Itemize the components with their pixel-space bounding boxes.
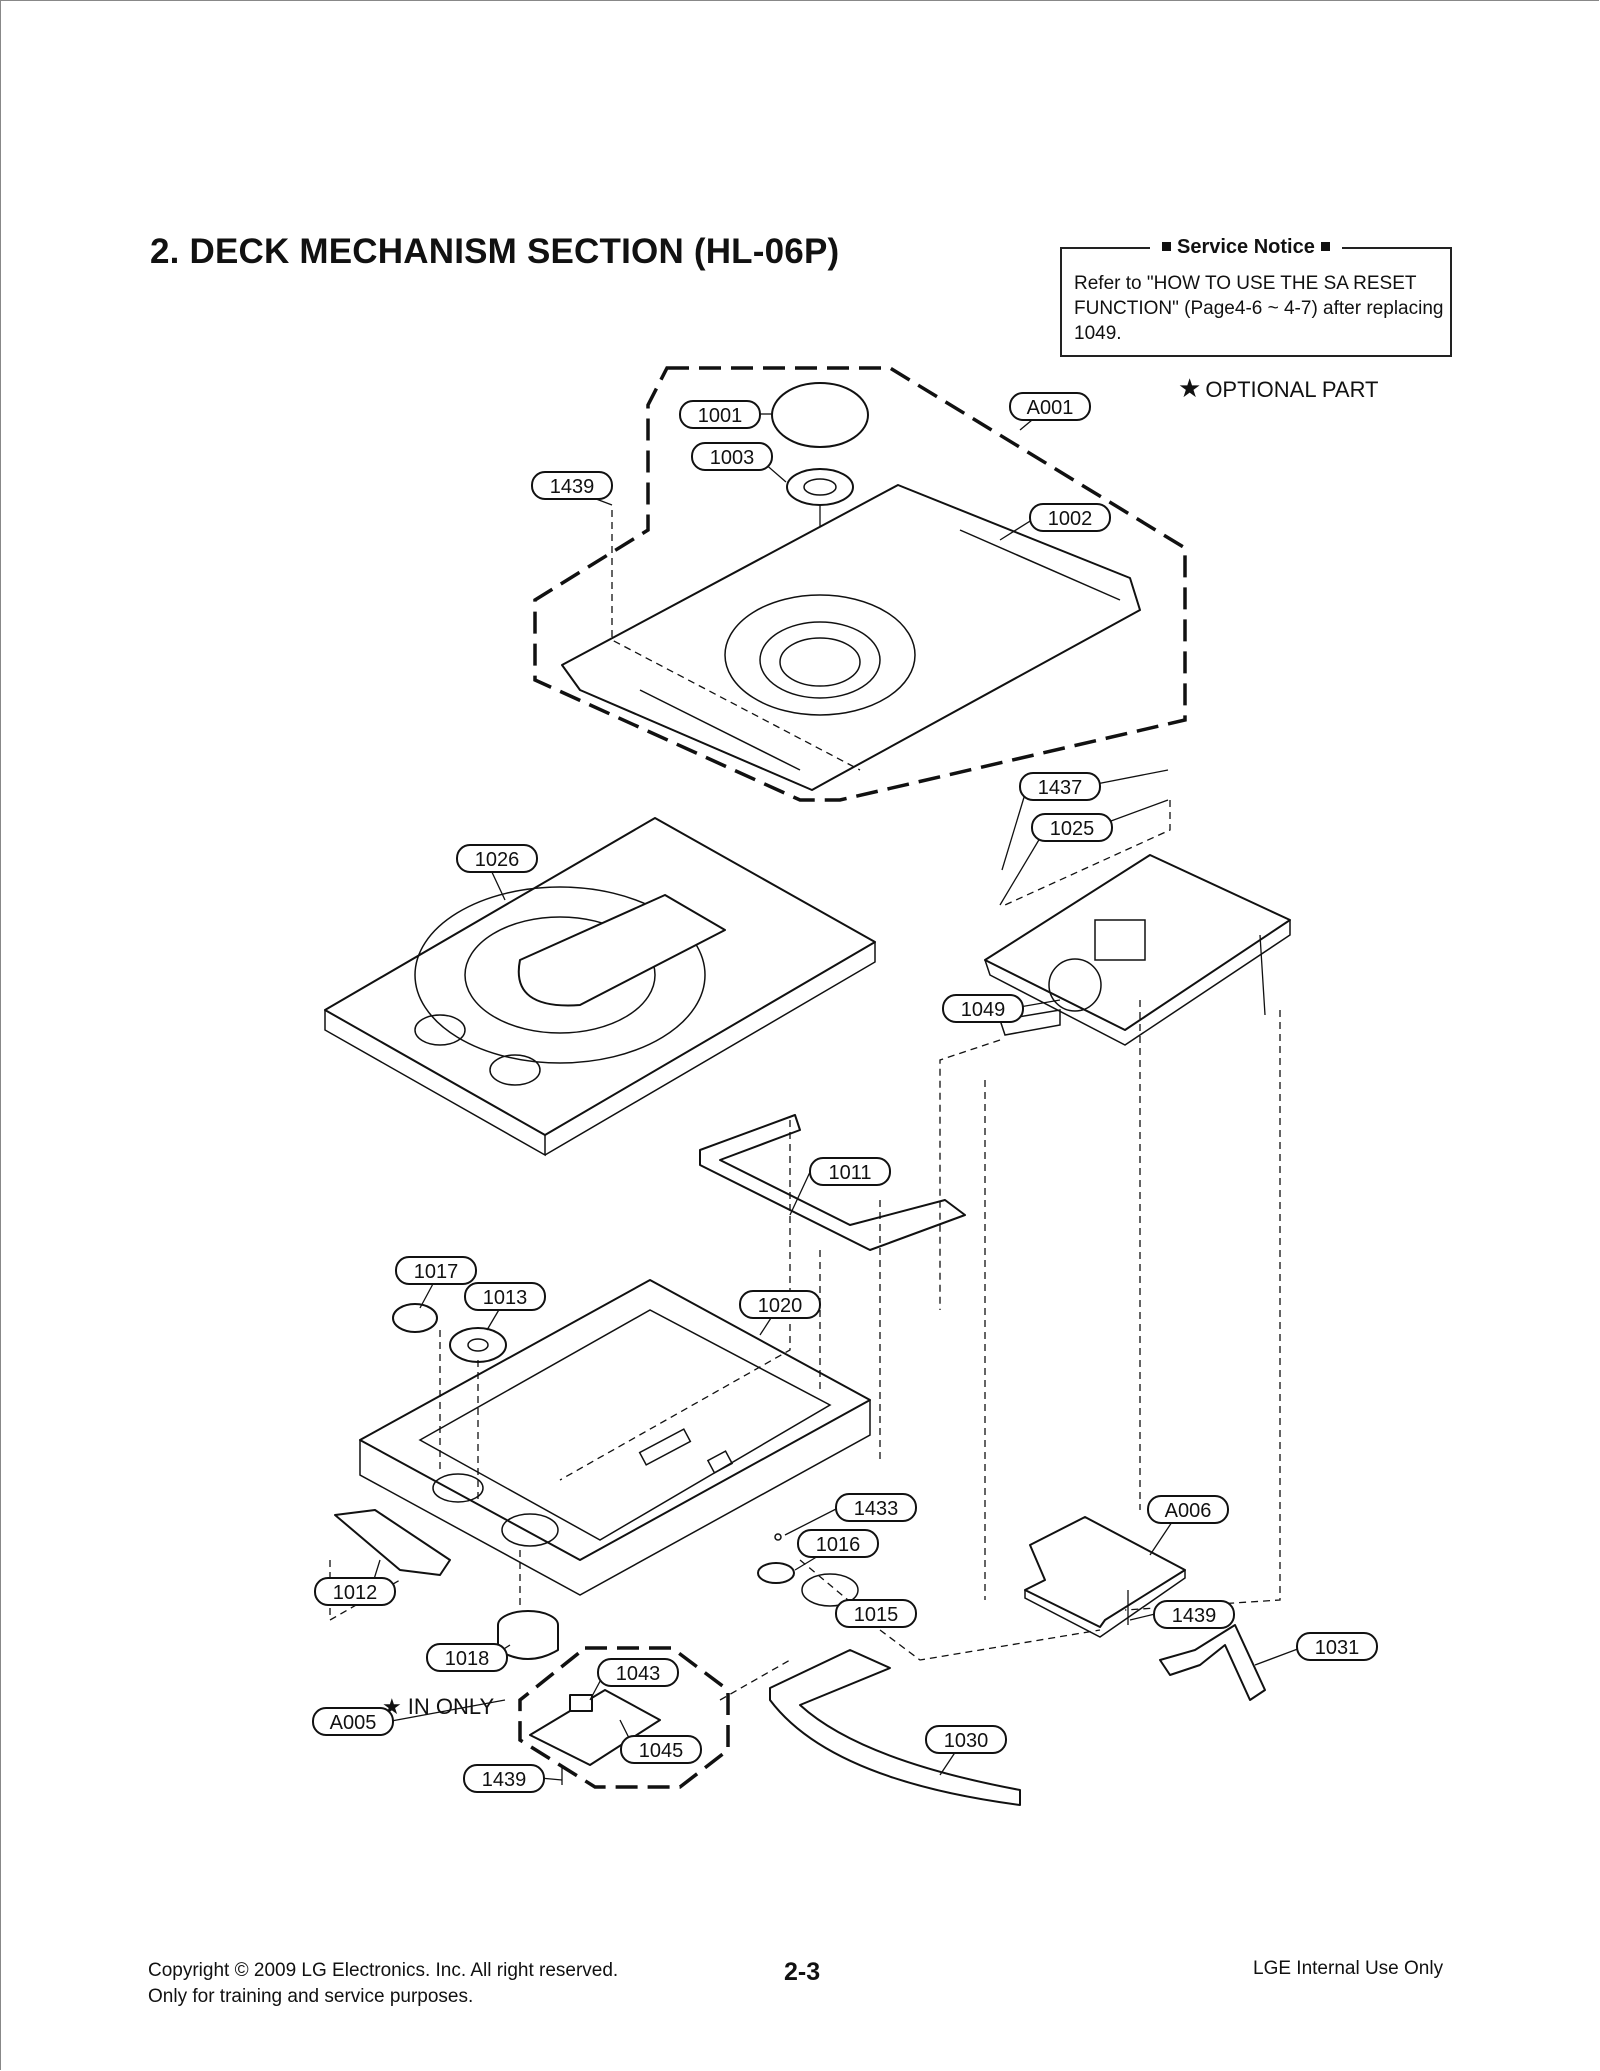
svg-text:1012: 1012: [333, 1582, 378, 1604]
svg-text:1003: 1003: [710, 447, 755, 469]
part-tag-1025: 1025: [1031, 813, 1113, 842]
clamper-magnet: [786, 468, 854, 506]
svg-text:1013: 1013: [483, 1287, 528, 1309]
svg-text:1018: 1018: [445, 1648, 490, 1670]
part-tag-1015: 1015: [835, 1599, 917, 1628]
optional-part-legend: ★OPTIONAL PART: [1178, 373, 1379, 404]
part-tag-1003: 1003: [691, 442, 773, 471]
part-tag-1031: 1031: [1296, 1632, 1378, 1661]
part-tag-1013: 1013: [464, 1282, 546, 1311]
page-number: 2-3: [784, 1958, 821, 1986]
part-tag-1439-board: 1439: [1153, 1600, 1235, 1629]
loading-slider: [334, 1509, 451, 1576]
svg-text:1017: 1017: [414, 1261, 459, 1283]
svg-text:1030: 1030: [944, 1730, 989, 1752]
service-notice-title: Service Notice: [1177, 236, 1315, 258]
pickup-base: [984, 854, 1291, 1031]
svg-text:1020: 1020: [758, 1295, 803, 1317]
part-tag-1018: 1018: [426, 1643, 508, 1672]
svg-text:1433: 1433: [854, 1498, 899, 1520]
square-bullet-icon: [1162, 241, 1171, 251]
tray-disc-recess: [414, 886, 706, 1064]
part-tag-1016: 1016: [797, 1529, 879, 1558]
part-tag-a005: A005: [312, 1707, 394, 1736]
svg-text:1015: 1015: [854, 1604, 899, 1626]
optional-part-label: OPTIONAL PART: [1205, 377, 1379, 402]
service-notice-text: Refer to "HOW TO USE THE SA RESET FUNCTI…: [1074, 273, 1444, 344]
svg-text:1026: 1026: [475, 849, 520, 871]
svg-text:1439: 1439: [1172, 1605, 1217, 1627]
svg-text:1031: 1031: [1315, 1637, 1360, 1659]
belt-1015: [801, 1573, 859, 1607]
flex-cable-1030: [769, 1649, 1021, 1806]
in-only-label: IN ONLY: [408, 1694, 495, 1719]
gear-1017: [392, 1303, 438, 1333]
svg-text:A005: A005: [330, 1712, 377, 1734]
part-tag-1026: 1026: [456, 844, 538, 873]
svg-text:1043: 1043: [616, 1663, 661, 1685]
svg-text:1016: 1016: [816, 1534, 861, 1556]
svg-text:1045: 1045: [639, 1740, 684, 1762]
footer-copyright: Copyright © 2009 LG Electronics. Inc. Al…: [148, 1958, 618, 2010]
svg-text:A006: A006: [1165, 1500, 1212, 1522]
part-tag-1049: 1049: [942, 994, 1024, 1023]
in-only-legend: ★IN ONLY: [382, 1694, 494, 1719]
part-tag-a001: A001: [1009, 392, 1091, 421]
svg-text:1439: 1439: [550, 476, 595, 498]
sled-frame: [699, 1114, 966, 1251]
part-tag-1020: 1020: [739, 1290, 821, 1319]
svg-text:1001: 1001: [698, 405, 743, 427]
part-tag-1433: 1433: [835, 1493, 917, 1522]
top-plate: [561, 484, 1141, 791]
page-title: 2. DECK MECHANISM SECTION (HL-06P): [150, 232, 840, 271]
assembly-boundary-a005: [518, 1646, 730, 1789]
svg-text:A001: A001: [1027, 397, 1074, 419]
service-notice-heading: Service Notice: [1150, 236, 1342, 259]
part-tag-1437: 1437: [1019, 772, 1101, 801]
part-tag-1439-bottom: 1439: [463, 1764, 545, 1793]
svg-text:1439: 1439: [482, 1769, 527, 1791]
footer-internal-use: LGE Internal Use Only: [1253, 1958, 1444, 1979]
pulley-1016: [757, 1562, 795, 1584]
part-tag-1045: 1045: [620, 1735, 702, 1764]
part-tag-1030: 1030: [925, 1725, 1007, 1754]
svg-text:1025: 1025: [1050, 818, 1095, 840]
assembly-boundary-a001: [533, 366, 1187, 802]
copyright-line-1: Copyright © 2009 LG Electronics. Inc. Al…: [148, 1960, 619, 1981]
part-tag-a006: A006: [1147, 1495, 1229, 1524]
square-bullet-icon: [1320, 241, 1330, 251]
svg-text:1002: 1002: [1048, 508, 1093, 530]
main-board-a006: [1024, 1516, 1186, 1628]
gear-1013: [449, 1327, 507, 1363]
copyright-line-2: Only for training and service purposes.: [148, 1986, 474, 2007]
part-tag-1011: 1011: [809, 1157, 891, 1186]
part-tag-1439-top: 1439: [531, 471, 613, 500]
star-icon: ★: [1178, 373, 1202, 403]
part-tag-1043: 1043: [597, 1658, 679, 1687]
flex-cable-1031: [1159, 1624, 1266, 1701]
part-tag-1017: 1017: [395, 1256, 477, 1285]
svg-text:1049: 1049: [961, 999, 1006, 1021]
part-tag-1012: 1012: [314, 1577, 396, 1606]
part-tag-1002: 1002: [1029, 503, 1111, 532]
svg-text:1437: 1437: [1038, 777, 1083, 799]
part-tag-1001: 1001: [679, 400, 761, 429]
svg-text:1011: 1011: [828, 1162, 871, 1184]
clamper-disc: [771, 382, 869, 448]
